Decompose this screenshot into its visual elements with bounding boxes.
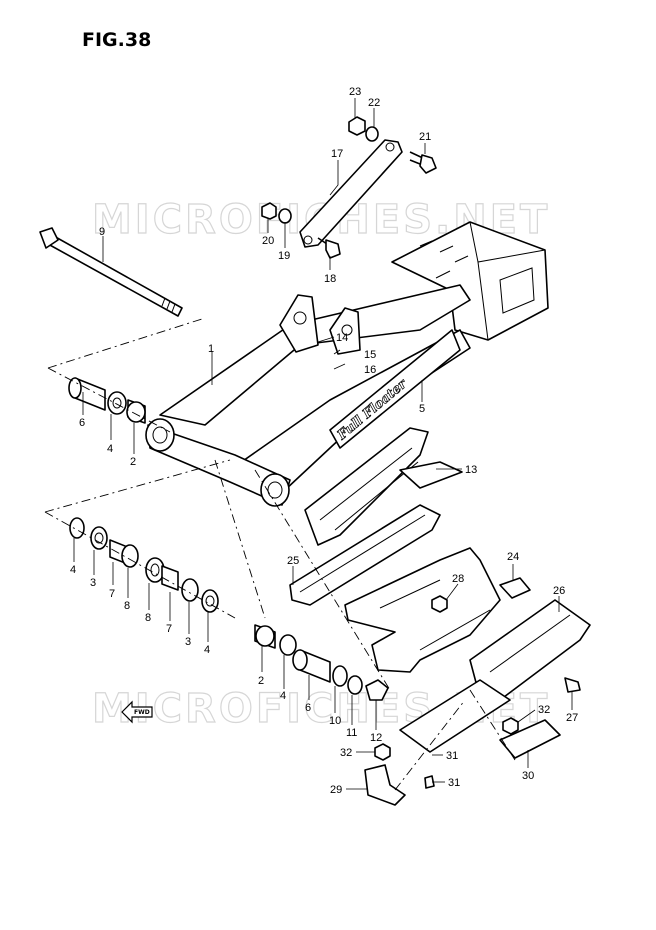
callout-23: 23	[349, 86, 361, 98]
callout-2: 2	[130, 456, 136, 468]
callout-9: 9	[99, 226, 105, 238]
callout-4: 4	[107, 443, 113, 455]
lower-bearing-stack-right	[254, 624, 389, 701]
callout-30: 30	[522, 770, 534, 782]
callout-26: 26	[553, 585, 565, 597]
callout-24: 24	[507, 551, 519, 563]
lower-bearing-stack-left	[69, 517, 219, 613]
callout-8: 8	[124, 600, 130, 612]
callout-32: 32	[340, 747, 352, 759]
callout-8-b: 8	[145, 612, 151, 624]
callout-3: 3	[90, 577, 96, 589]
callout-19: 19	[278, 250, 290, 262]
callout-31-b: 31	[448, 777, 460, 789]
callout-17: 17	[331, 148, 343, 160]
callout-4-b: 4	[70, 564, 76, 576]
callout-28: 28	[452, 573, 464, 585]
callout-18: 18	[324, 273, 336, 285]
callout-2-b: 2	[258, 675, 264, 687]
chain-guide-bracket	[344, 547, 531, 673]
figure-title: FIG.38	[82, 29, 151, 51]
callout-22: 22	[368, 97, 380, 109]
callout-3-b: 3	[185, 636, 191, 648]
callout-29: 29	[330, 784, 342, 796]
chain-slider	[304, 427, 463, 546]
callout-6-b: 6	[305, 702, 311, 714]
pivot-shaft	[39, 227, 183, 317]
leader-lines	[73, 98, 573, 790]
callout-16: 16	[364, 364, 376, 376]
callout-5: 5	[419, 403, 425, 415]
callout-7: 7	[109, 588, 115, 600]
callout-15: 15	[364, 349, 376, 361]
callout-20: 20	[262, 235, 274, 247]
upper-bearing-stack	[68, 377, 146, 424]
callout-4-d: 4	[280, 690, 286, 702]
callout-14: 14	[336, 332, 348, 344]
chain-guide-lower	[289, 504, 441, 606]
callout-labels: 23 22 21 17 20 19 18 9 1 14 15 16 5 13 6…	[70, 86, 578, 796]
callout-13: 13	[465, 464, 477, 476]
callout-25: 25	[287, 555, 299, 567]
swingarm-assembly: Full Floater	[145, 221, 549, 507]
callout-32-b: 32	[538, 704, 550, 716]
callout-31: 31	[446, 750, 458, 762]
callout-4-c: 4	[204, 644, 210, 656]
callout-6: 6	[79, 417, 85, 429]
callout-21: 21	[419, 131, 431, 143]
callout-27: 27	[566, 712, 578, 724]
callout-7-b: 7	[166, 623, 172, 635]
callout-10: 10	[329, 715, 341, 727]
callout-1: 1	[208, 343, 214, 355]
callout-11: 11	[346, 727, 357, 739]
forward-arrow-text: FWD	[134, 709, 150, 716]
callout-12: 12	[370, 732, 382, 744]
chain-guide-plate	[364, 679, 561, 806]
forward-arrow: FWD	[121, 700, 153, 724]
